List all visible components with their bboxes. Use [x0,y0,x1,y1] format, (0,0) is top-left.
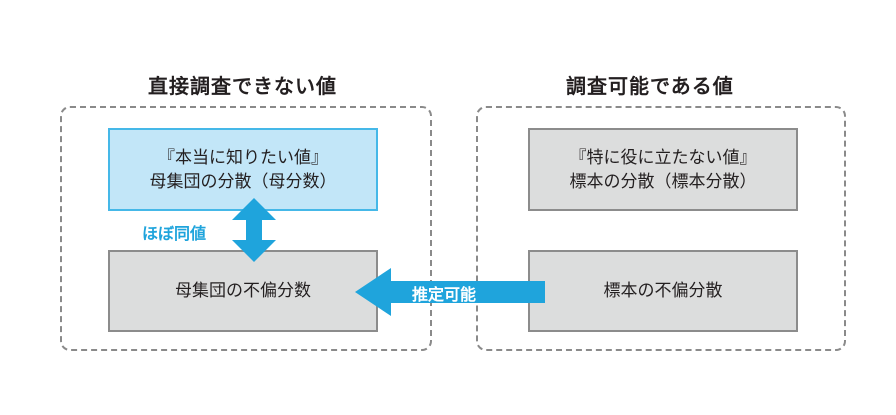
sample-unbiased-label: 標本の不偏分散 [603,281,723,301]
right-group [476,106,846,351]
left-arrow-icon [355,268,545,316]
estimable-label: 推定可能 [412,285,477,304]
population-unbiased-label: 母集団の不偏分数 [175,281,311,301]
population-variance-box: 『本当に知りたい値』 母集団の分散（母分数） [108,128,378,211]
approximately-equal-label: ほぼ同値 [142,224,207,243]
double-arrow-icon [232,198,276,262]
right-group-title: 調査可能である値 [566,74,734,98]
sample-variance-line1: 『特に役に立たない値』 [569,147,757,168]
population-variance-line2: 母集団の分散（母分数） [149,171,337,192]
sample-variance-line2: 標本の分散（標本分散） [569,171,757,192]
left-group [60,106,432,351]
left-group-title: 直接調査できない値 [148,74,337,98]
sample-unbiased-box: 標本の不偏分散 [528,250,798,332]
population-variance-line1: 『本当に知りたい値』 [158,147,328,168]
sample-variance-box: 『特に役に立たない値』 標本の分散（標本分散） [528,128,798,211]
